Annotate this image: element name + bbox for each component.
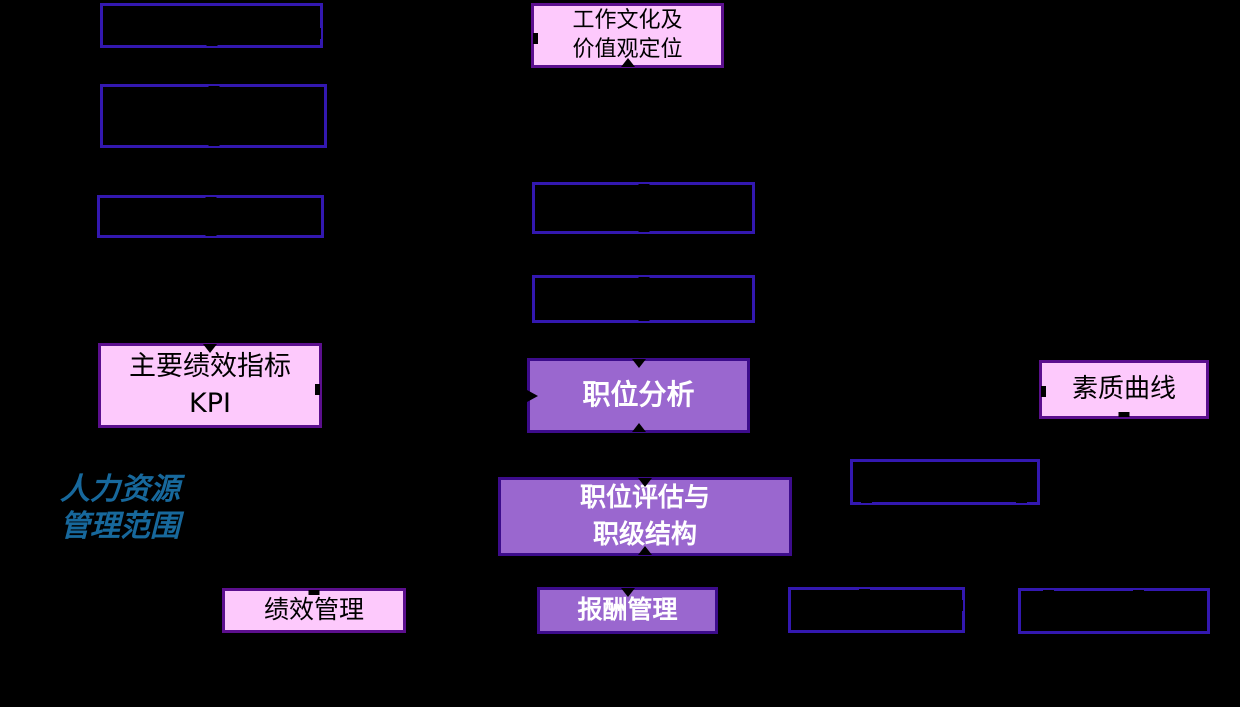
culture-values-line1: 工作文化及	[572, 7, 683, 33]
arrowhead-down-icon	[638, 478, 652, 487]
connector-gap	[859, 589, 871, 594]
culture-values-label: 工作文化及 价值观定位	[534, 6, 721, 65]
kpi-label: 主要绩效指标 KPI	[101, 346, 319, 425]
connector-gap	[315, 384, 320, 395]
hr-scope-label: 人力资源 管理范围	[60, 471, 180, 545]
empty-box-center-1	[532, 182, 755, 234]
job-analysis-label: 职位分析	[582, 378, 695, 412]
connector-gap	[1118, 412, 1130, 417]
quality-curve-box: 素质曲线	[1039, 360, 1209, 419]
connector-gap	[1041, 386, 1046, 397]
kpi-line1: 主要绩效指标	[129, 351, 291, 383]
connector-gap	[958, 600, 963, 611]
connector-gap	[638, 277, 649, 282]
empty-box-top-left-3	[97, 195, 324, 238]
compensation-label: 报酬管理	[577, 595, 678, 625]
quality-curve-label: 素质曲线	[1071, 373, 1176, 404]
hr-scope-line1: 人力资源	[60, 472, 180, 507]
arrowhead-down-icon	[638, 546, 652, 555]
connector-gap	[638, 184, 649, 189]
culture-values-line2: 价值观定位	[572, 36, 683, 62]
empty-box-bottom-1	[788, 587, 965, 633]
connector-gap	[638, 227, 649, 232]
arrowhead-down-icon	[203, 344, 217, 353]
evaluation-line2: 职级结构	[592, 519, 697, 550]
connector-gap	[533, 33, 538, 44]
connector-gap	[206, 41, 217, 46]
empty-box-top-left-2	[100, 84, 327, 148]
arrowhead-down-icon	[620, 588, 635, 597]
empty-box-top-left-1	[100, 3, 323, 48]
arrowhead-down-icon	[631, 423, 646, 432]
kpi-line2: KPI	[189, 387, 231, 419]
connector-gap	[638, 316, 649, 321]
hr-scope-line2: 管理范围	[60, 509, 180, 544]
connector-gap	[208, 141, 219, 146]
empty-box-center-2	[532, 275, 755, 323]
connector-gap	[1016, 498, 1027, 503]
performance-box: 绩效管理	[222, 588, 406, 633]
connector-gap	[861, 498, 872, 503]
arrowhead-down-icon	[620, 58, 635, 67]
performance-label: 绩效管理	[263, 595, 364, 625]
empty-box-bottom-2	[1018, 588, 1210, 634]
connector-gap	[1043, 590, 1055, 595]
compensation-box: 报酬管理	[537, 587, 718, 634]
connector-gap	[205, 231, 216, 236]
arrowhead-right-icon	[527, 389, 538, 402]
kpi-box: 主要绩效指标 KPI	[98, 343, 322, 428]
evaluation-line1: 职位评估与	[579, 483, 710, 514]
evaluation-grade-label: 职位评估与 职级结构	[501, 480, 789, 553]
job-analysis-box: 职位分析	[527, 358, 750, 433]
connector-gap	[1132, 590, 1144, 595]
connector-gap	[208, 86, 219, 91]
arrowhead-down-icon	[631, 359, 646, 368]
evaluation-grade-box: 职位评估与 职级结构	[498, 477, 792, 556]
culture-values-box: 工作文化及 价值观定位	[531, 3, 724, 68]
connector-gap	[308, 590, 320, 595]
connector-gap	[316, 28, 321, 39]
empty-box-right	[850, 459, 1040, 505]
connector-gap	[205, 197, 216, 202]
